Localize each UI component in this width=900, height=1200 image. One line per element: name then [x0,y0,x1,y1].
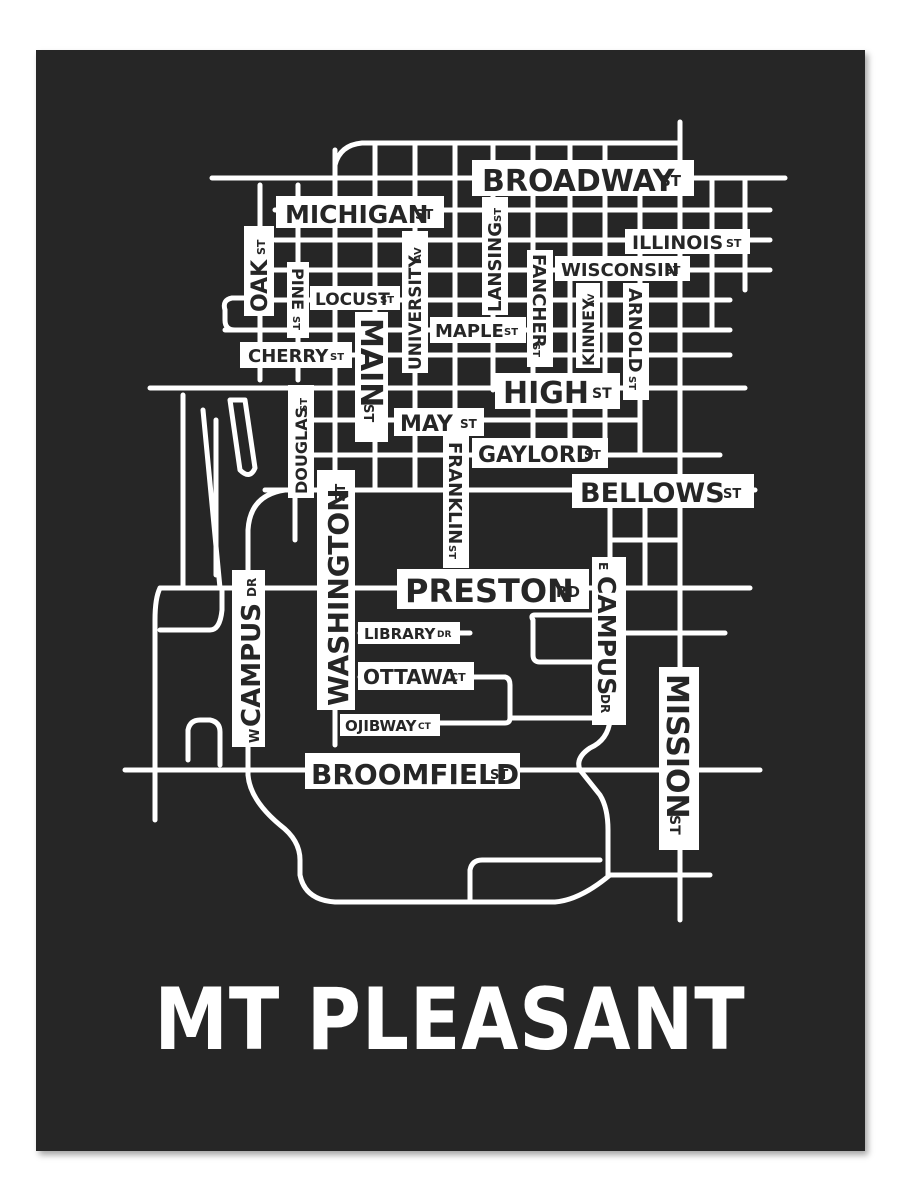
street-sign-bellows: BELLOWS ST [572,474,754,509]
svg-text:AV: AV [413,247,424,262]
street-sign-may: MAY ST [394,408,484,437]
svg-text:HIGH: HIGH [503,376,589,411]
svg-text:ST: ST [584,448,602,462]
street-sign-lansing: LANSING ST [482,197,508,315]
svg-text:CT: CT [418,722,432,732]
svg-text:LIBRARY: LIBRARY [364,625,436,643]
street-sign-cherry: CHERRY ST [240,342,352,368]
svg-text:MISSION: MISSION [659,674,694,819]
street-sign-douglas: DOUGLAS ST [288,385,314,498]
svg-text:BROOMFIELD: BROOMFIELD [311,758,519,791]
poster-title: MT PLEASANT [154,970,746,1070]
svg-text:PINE: PINE [288,268,307,310]
street-sign-fancher: FANCHER ST [527,250,553,367]
street-sign-pine: PINE ST [287,262,309,338]
svg-text:ST: ST [334,484,349,502]
svg-text:ST: ST [299,398,310,412]
svg-text:OJIBWAY: OJIBWAY [345,717,418,735]
street-sign-wisconsin: WISCONSIN ST [555,256,690,281]
street-sign-kinney: KINNEY AV [576,283,600,368]
street-sign-preston: PRESTON RD [397,569,589,610]
street-sign-locust: LOCUST ST [310,286,400,310]
svg-text:ST: ST [666,815,682,835]
street-sign-franklin: FRANKLIN ST [443,436,469,568]
svg-text:ST: ST [290,316,301,330]
svg-text:DOUGLAS: DOUGLAS [292,407,311,494]
svg-text:CT: CT [450,671,466,684]
svg-text:MAY: MAY [400,412,454,437]
svg-text:LANSING: LANSING [485,222,506,312]
svg-text:FANCHER: FANCHER [528,254,549,348]
svg-text:W: W [248,729,263,743]
svg-text:DR: DR [245,578,259,597]
street-sign-ojibway: OJIBWAY CT [340,714,440,736]
street-sign-illinois: ILLINOIS ST [625,229,750,254]
street-sign-w-campus: W CAMPUS DR [232,570,267,747]
svg-text:ST: ST [626,376,637,390]
svg-text:UNIVERSITY: UNIVERSITY [406,255,426,370]
svg-text:MAPLE: MAPLE [435,321,504,342]
svg-text:ST: ST [490,768,508,783]
svg-text:WASHINGTON: WASHINGTON [322,488,355,706]
svg-text:ST: ST [380,295,394,306]
street-sign-ottawa: OTTAWA CT [358,662,474,690]
svg-text:ST: ST [665,264,681,277]
svg-text:ST: ST [360,404,375,422]
svg-text:ST: ST [493,208,504,222]
svg-text:ARNOLD: ARNOLD [624,288,645,373]
street-sign-broomfield: BROOMFIELD ST [305,753,520,791]
street-sign-library: LIBRARY DR [358,622,460,644]
svg-text:ST: ST [723,487,741,502]
svg-text:BELLOWS: BELLOWS [580,478,725,509]
svg-text:ST: ST [592,386,612,402]
street-labels: BROADWAY ST MICHIGAN ST ILLINOIS ST WISC… [232,160,754,850]
svg-text:FRANKLIN: FRANKLIN [444,442,465,544]
svg-text:ST: ST [504,327,518,338]
street-sign-main: MAIN ST [353,312,388,442]
street-sign-high: HIGH ST [495,373,620,411]
street-sign-oak: OAK ST [244,226,274,316]
svg-text:ST: ST [530,343,541,357]
svg-text:PRESTON: PRESTON [405,572,574,610]
svg-text:OTTAWA: OTTAWA [363,665,458,689]
street-sign-university: UNIVERSITY AV [402,231,428,373]
street-sign-broadway: BROADWAY ST [472,160,694,199]
svg-text:GAYLORD: GAYLORD [478,443,594,468]
svg-text:OAK: OAK [248,259,273,312]
street-sign-maple: MAPLE ST [430,317,526,343]
svg-text:BROADWAY: BROADWAY [482,164,676,199]
svg-text:DR: DR [437,630,451,640]
svg-text:KINNEY: KINNEY [579,298,598,366]
street-sign-e-campus: E CAMPUS DR [592,557,626,725]
street-sign-gaylord: GAYLORD ST [472,438,608,468]
svg-text:MAIN: MAIN [353,318,388,407]
street-sign-mission: MISSION ST [659,667,699,850]
svg-text:ST: ST [255,239,268,255]
svg-text:ST: ST [446,545,457,559]
svg-text:ILLINOIS: ILLINOIS [632,232,723,254]
svg-text:E: E [596,562,610,570]
svg-text:CAMPUS: CAMPUS [592,576,621,695]
svg-text:CAMPUS: CAMPUS [237,603,267,727]
street-sign-washington: WASHINGTON ST [317,470,355,710]
svg-text:AV: AV [587,294,597,307]
street-sign-arnold: ARNOLD ST [623,283,649,400]
svg-text:MICHIGAN: MICHIGAN [285,200,429,229]
svg-text:RD: RD [556,583,580,601]
street-sign-michigan: MICHIGAN ST [276,196,444,229]
svg-text:ST: ST [726,237,742,250]
svg-text:ST: ST [460,417,478,431]
svg-text:ST: ST [415,208,433,223]
svg-text:CHERRY: CHERRY [248,346,329,367]
svg-text:ST: ST [330,352,344,363]
svg-text:ST: ST [660,172,682,190]
svg-text:LOCUST: LOCUST [315,290,390,310]
svg-text:DR: DR [598,694,612,713]
svg-text:WISCONSIN: WISCONSIN [561,260,679,281]
